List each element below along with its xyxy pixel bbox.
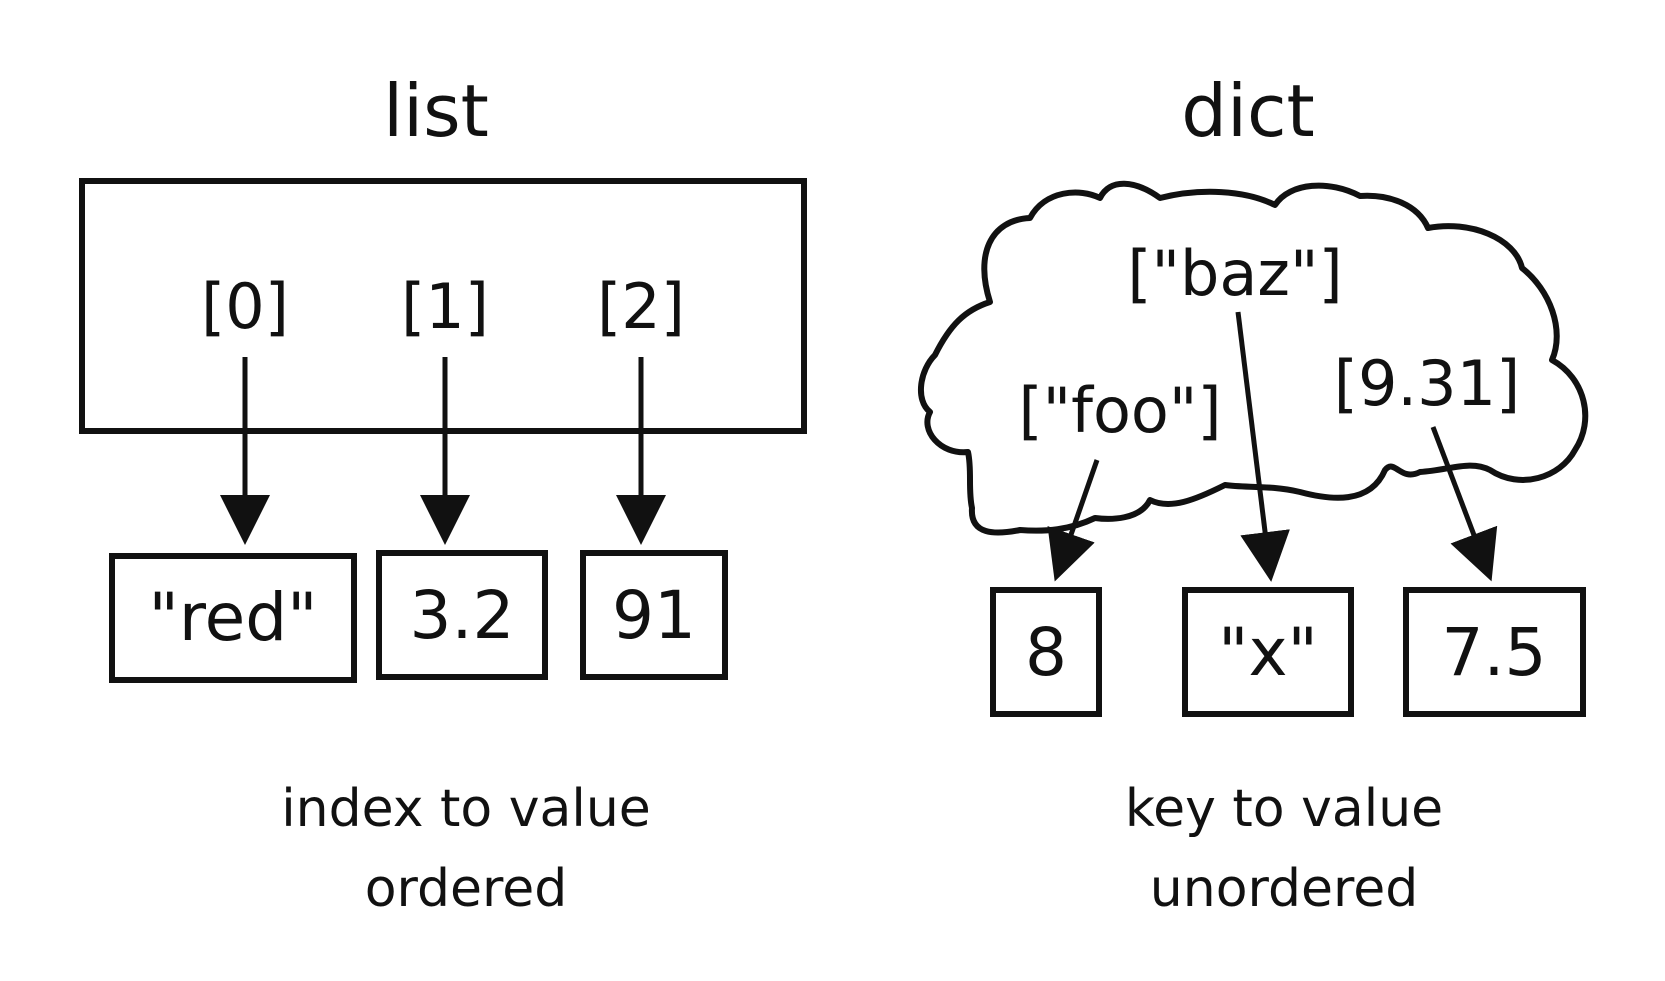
list-index-0: [0] (201, 270, 289, 343)
list-title: list (383, 69, 489, 153)
list-value-box-0 (109, 553, 357, 683)
dict-key-cloud (917, 180, 1589, 536)
dict-arrow-9-31 (1430, 426, 1498, 582)
dict-key-foo: ["foo"] (1018, 374, 1221, 447)
list-caption-line1: index to value (281, 779, 651, 839)
list-value-2: 91 (612, 577, 696, 654)
dict-arrow-baz (1235, 311, 1290, 582)
dict-value-1: "x" (1218, 614, 1318, 691)
list-caption-line2: ordered (365, 859, 568, 919)
list-value-1: 3.2 (410, 577, 515, 654)
list-section: list [0] [1] [2] "red" 3.2 91 index to v… (79, 69, 807, 919)
dict-value-box-0 (990, 587, 1102, 717)
list-index-1: [1] (401, 270, 489, 343)
dict-caption-line1: key to value (1125, 779, 1443, 839)
dict-value-box-2 (1403, 587, 1586, 717)
dict-section: dict ["foo"] ["baz"] [9.31] 8 "x" 7.5 ke… (917, 69, 1589, 919)
dict-title: dict (1181, 69, 1315, 153)
dict-value-0: 8 (1025, 614, 1067, 691)
list-value-box-2 (580, 550, 728, 680)
dict-value-box-1 (1182, 587, 1354, 717)
dict-key-9-31: [9.31] (1334, 347, 1520, 420)
dict-caption-line2: unordered (1150, 859, 1418, 919)
list-value-box-1 (376, 550, 548, 680)
dict-arrow-foo (1047, 459, 1100, 582)
list-value-0: "red" (149, 579, 318, 656)
list-index-2: [2] (597, 270, 685, 343)
dict-key-baz: ["baz"] (1127, 237, 1342, 310)
dict-value-2: 7.5 (1442, 614, 1547, 691)
